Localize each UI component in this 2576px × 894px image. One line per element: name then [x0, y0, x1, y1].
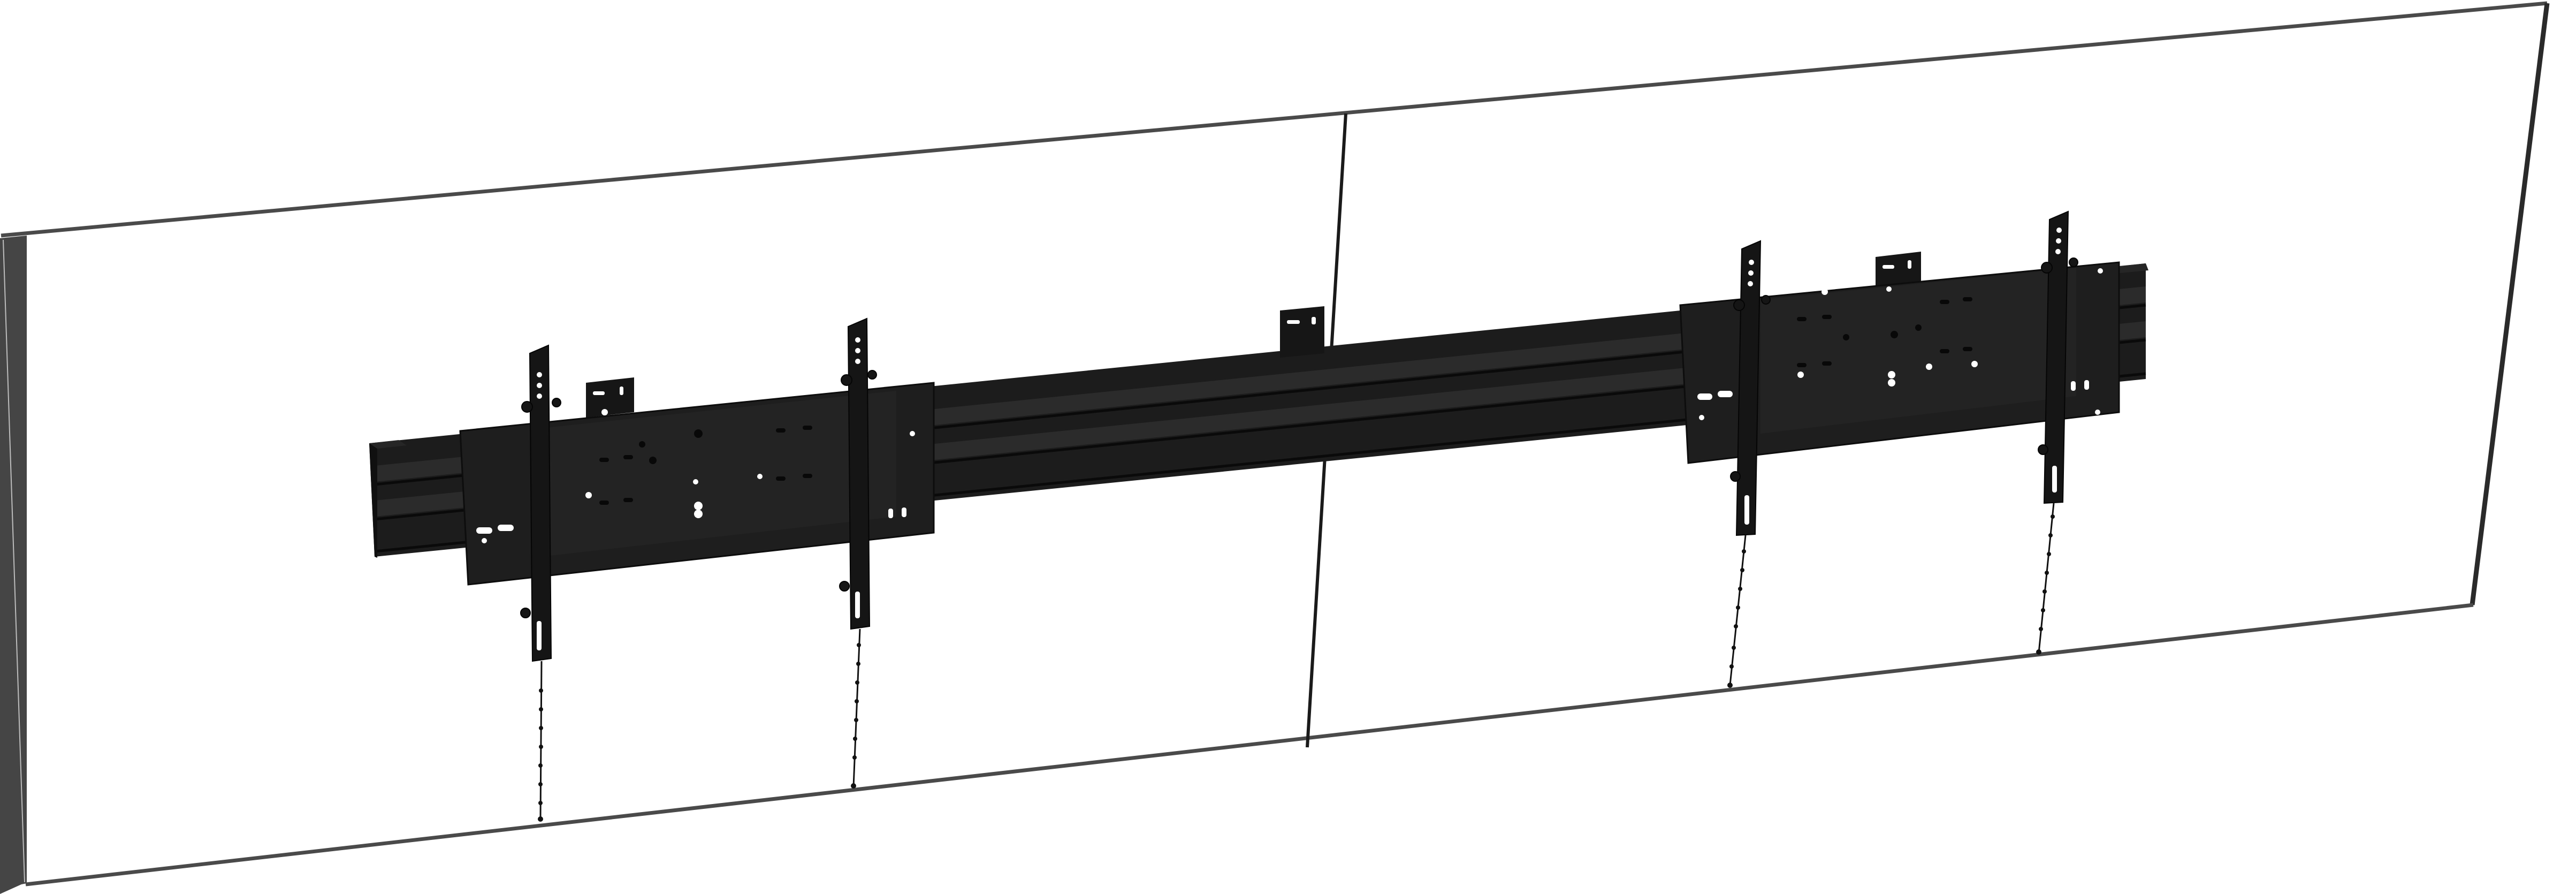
strap-right-a [1727, 240, 1771, 688]
wall-side-face [0, 236, 27, 894]
wall-top-edge [1, 1, 2548, 238]
strap-left-a [520, 344, 561, 822]
wall-side-highlight [3, 239, 25, 883]
left-mount [459, 317, 935, 822]
wall-right-edge [2470, 3, 2550, 605]
center-bracket-tab [1280, 306, 1324, 358]
left-spacer-tab [586, 377, 634, 418]
wall-bottom-edge [25, 603, 2474, 887]
strap-left-b [839, 317, 877, 789]
strap-right-b [2036, 210, 2078, 655]
right-mount [1679, 210, 2120, 688]
